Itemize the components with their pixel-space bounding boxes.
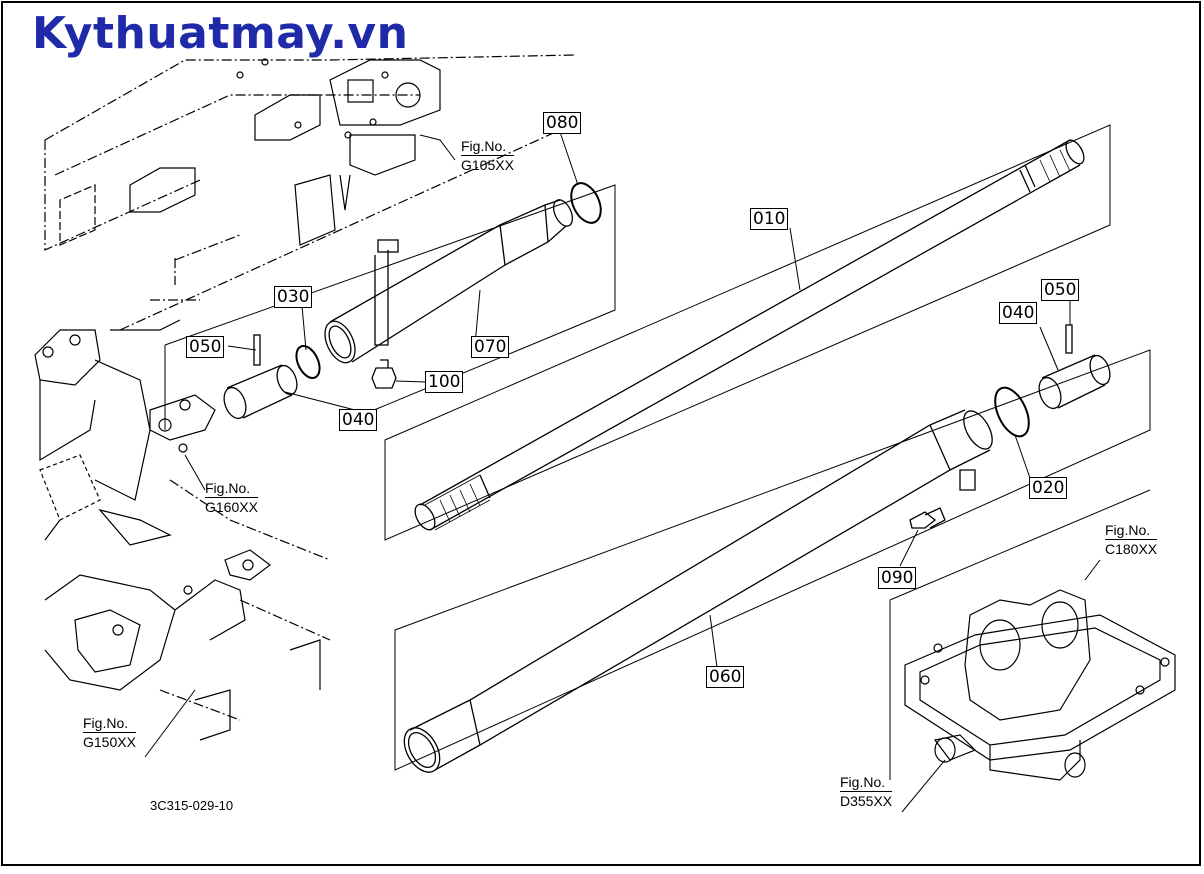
part-label-020[interactable]: 020 [1029,477,1068,499]
fig-number: G150XX [83,732,136,750]
left-housing [34,319,331,561]
fig-label: Fig.No. [461,138,507,154]
upper-housing [44,54,576,331]
fig-ref-g105[interactable]: Fig.No. G105XX [461,138,514,174]
fig-ref-g160[interactable]: Fig.No. G160XX [205,480,258,516]
fig-label: Fig.No. [205,480,251,496]
diagram-code: 3C315-029-10 [150,798,234,813]
part-label-030[interactable]: 030 [274,286,313,308]
fig-ref-d355[interactable]: Fig.No. D355XX [840,774,893,810]
part-label-040-right[interactable]: 040 [999,302,1038,324]
part-label-100[interactable]: 100 [425,371,464,393]
part-label-070[interactable]: 070 [471,336,510,358]
part-label-050-left[interactable]: 050 [186,336,225,358]
fig-label: Fig.No. [83,715,129,731]
shaft-010 [414,139,1085,531]
tube-070 [324,199,574,364]
fig-ref-g150[interactable]: Fig.No. G150XX [83,715,136,751]
fig-number: G105XX [461,155,514,173]
part-label-060[interactable]: 060 [706,666,745,688]
tube-060 [403,409,993,773]
o-rings [295,182,1030,438]
part-label-050-right[interactable]: 050 [1041,279,1080,301]
bolts [371,359,946,529]
part-label-010[interactable]: 010 [750,208,789,230]
part-label-090[interactable]: 090 [878,567,917,589]
fig-number: D355XX [840,791,893,809]
leader-lines [144,131,1101,813]
right-housing [904,589,1176,781]
brand-title: Kythuatmay.vn [32,8,409,59]
lower-housing [44,549,331,741]
explode-planes [164,124,1151,780]
fig-label: Fig.No. [1105,522,1151,538]
fig-ref-c180[interactable]: Fig.No. C180XX [1105,522,1158,558]
fig-label: Fig.No. [840,774,886,790]
fig-number: G160XX [205,497,258,515]
fig-number: C180XX [1105,539,1158,557]
sleeves [223,324,1111,420]
part-label-040-left[interactable]: 040 [339,409,378,431]
part-label-080[interactable]: 080 [543,112,582,134]
